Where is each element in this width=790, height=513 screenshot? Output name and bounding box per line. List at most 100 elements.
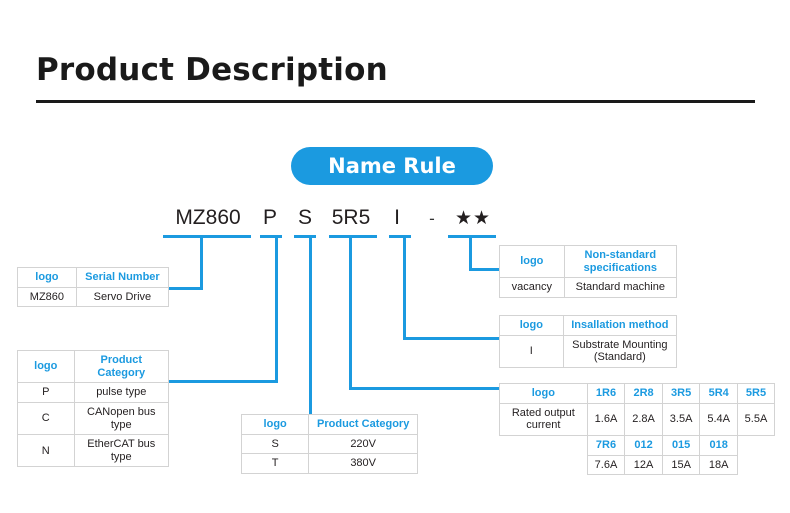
rated-current-code: 015 xyxy=(661,434,701,456)
leader-vertical-non-standard xyxy=(469,235,472,271)
non-standard-cell-code: vacancy xyxy=(499,277,565,298)
product-category-cell-value: pulse type xyxy=(73,382,170,403)
rated-current-value: 1.6A xyxy=(586,402,626,436)
rated-current-value: 7.6A xyxy=(586,454,626,476)
code-token-product-category: P xyxy=(262,206,277,229)
installation-header-label: Insallation method xyxy=(562,315,678,336)
rated-current-value: 12A xyxy=(624,454,663,476)
voltage-cell-code: T xyxy=(240,453,310,474)
product-category-cell-code: N xyxy=(17,434,75,468)
code-token-model-series: MZ860 xyxy=(175,206,241,229)
table-row: logo 1R6 2R8 3R5 5R4 5R5 xyxy=(499,383,776,404)
voltage-header-label: Product Category xyxy=(308,414,418,435)
serial-number-header-label: Serial Number xyxy=(75,267,170,288)
leader-horizontal-model-series xyxy=(168,287,203,290)
installation-cell-code: I xyxy=(499,334,564,368)
voltage-table: logo Product Category S 220V T 380V xyxy=(240,414,418,474)
leader-underline-non-standard xyxy=(448,235,496,238)
rated-current-spacer xyxy=(737,435,774,455)
leader-horizontal-non-standard xyxy=(469,268,501,271)
product-category-cell-code: P xyxy=(17,382,75,403)
serial-number-cell-code: MZ860 xyxy=(17,286,77,308)
code-token-rated-output-current: 5R5 xyxy=(331,206,371,229)
code-token-separator-dash: - xyxy=(429,209,435,228)
table-row: 7.6A 12A 15A 18A xyxy=(500,454,775,476)
installation-method-table: logo Insallation method I Substrate Moun… xyxy=(499,315,678,368)
rated-current-row-label: Rated output current xyxy=(499,402,588,436)
rated-current-value: 15A xyxy=(661,454,701,476)
table-row: P pulse type xyxy=(17,382,170,403)
installation-cell-value: Substrate Mounting (Standard) xyxy=(562,334,678,368)
voltage-header-logo: logo xyxy=(240,414,310,435)
table-row: N EtherCAT bus type xyxy=(17,434,170,468)
rated-current-spacer xyxy=(500,435,588,455)
serial-number-header-logo: logo xyxy=(17,267,77,288)
code-token-installation-method: I xyxy=(394,206,400,229)
leader-underline-installation xyxy=(389,235,411,238)
leader-underline-product-category xyxy=(260,235,282,238)
title-divider xyxy=(36,100,755,103)
leader-vertical-rated-current xyxy=(349,235,352,390)
code-token-voltage-class: S xyxy=(297,206,312,229)
rated-current-code: 5R5 xyxy=(736,383,776,404)
rated-current-code: 1R6 xyxy=(586,383,626,404)
non-standard-cell-value: Standard machine xyxy=(563,277,678,298)
table-row: 7R6 012 015 018 xyxy=(500,434,775,456)
voltage-cell-code: S xyxy=(240,433,310,455)
table-row: I Substrate Mounting (Standard) xyxy=(499,334,678,368)
non-standard-header-label: Non-standard specifications xyxy=(563,244,678,279)
product-category-header-label: Product Category xyxy=(73,349,170,384)
serial-number-table: logo Serial Number MZ860 Servo Drive xyxy=(17,267,170,308)
rated-current-code: 7R6 xyxy=(586,434,626,456)
serial-number-cell-value: Servo Drive xyxy=(75,286,170,308)
rated-current-value: 18A xyxy=(699,454,738,476)
product-category-cell-code: C xyxy=(17,401,75,436)
rated-current-value: 3.5A xyxy=(661,402,701,436)
table-row: Rated output current 1.6A 2.8A 3.5A 5.4A… xyxy=(499,402,776,436)
voltage-cell-value: 380V xyxy=(308,453,418,474)
table-row: MZ860 Servo Drive xyxy=(17,286,170,308)
rated-output-current-table: logo 1R6 2R8 3R5 5R4 5R5 Rated output cu… xyxy=(499,383,776,476)
rated-current-spacer xyxy=(500,455,588,475)
rated-current-spacer xyxy=(737,455,774,475)
leader-vertical-model-series xyxy=(200,235,203,290)
leader-underline-model-series xyxy=(163,235,251,238)
product-category-cell-value: CANopen bus type xyxy=(73,401,170,436)
rated-current-code: 3R5 xyxy=(661,383,701,404)
page-title: Product Description xyxy=(36,52,388,88)
rated-current-value: 5.5A xyxy=(736,402,776,436)
rated-current-value: 5.4A xyxy=(699,402,738,436)
leader-underline-rated-current xyxy=(329,235,377,238)
name-rule-badge: Name Rule xyxy=(291,147,493,185)
rated-current-code: 5R4 xyxy=(699,383,738,404)
rated-current-code: 012 xyxy=(624,434,663,456)
table-row: C CANopen bus type xyxy=(17,401,170,436)
leader-vertical-voltage xyxy=(309,235,312,414)
leader-underline-voltage-class xyxy=(294,235,316,238)
leader-horizontal-rated-current xyxy=(349,387,501,390)
rated-current-value: 2.8A xyxy=(624,402,663,436)
non-standard-specifications-table: logo Non-standard specifications vacancy… xyxy=(499,244,678,298)
rated-current-header-logo: logo xyxy=(499,383,588,404)
product-category-table: logo Product Category P pulse type C CAN… xyxy=(17,349,170,468)
leader-horizontal-installation xyxy=(403,337,501,340)
table-row: logo Product Category xyxy=(17,349,170,384)
installation-header-logo: logo xyxy=(499,315,564,336)
code-token-non-standard-spec: ★★ xyxy=(454,208,492,229)
voltage-cell-value: 220V xyxy=(308,433,418,455)
table-row: logo Insallation method xyxy=(499,315,678,336)
table-row: logo Product Category xyxy=(240,414,418,435)
product-category-cell-value: EtherCAT bus type xyxy=(73,434,170,468)
rated-current-code: 2R8 xyxy=(624,383,663,404)
rated-current-code: 018 xyxy=(699,434,738,456)
table-row: T 380V xyxy=(240,453,418,474)
non-standard-header-logo: logo xyxy=(499,244,565,279)
leader-vertical-product-category xyxy=(275,235,278,383)
table-row: vacancy Standard machine xyxy=(499,277,678,298)
table-row: logo Serial Number xyxy=(17,267,170,288)
leader-vertical-installation xyxy=(403,235,406,340)
table-row: S 220V xyxy=(240,433,418,455)
leader-horizontal-product-category xyxy=(168,380,278,383)
table-row: logo Non-standard specifications xyxy=(499,244,678,279)
